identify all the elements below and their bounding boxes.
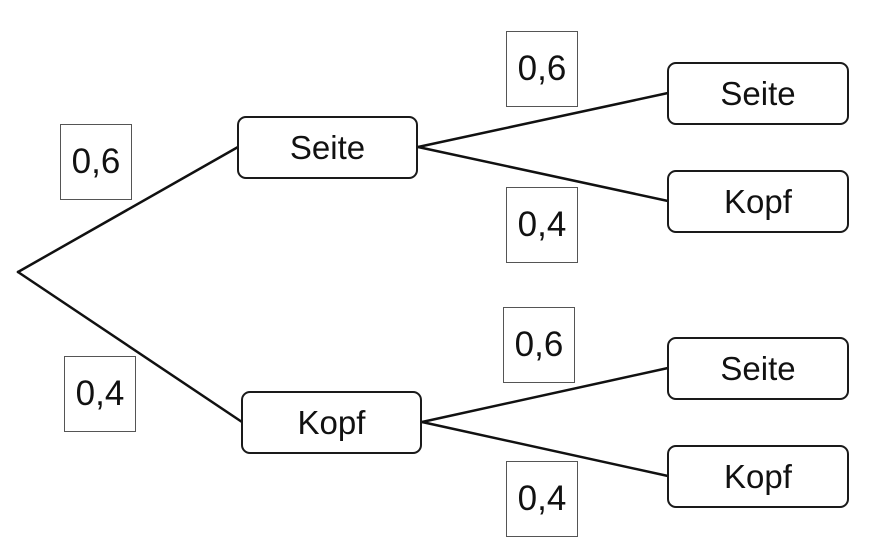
node-seite-seite: Seite xyxy=(667,62,849,125)
branch-kopf-kopf xyxy=(420,420,670,478)
node-seite-kopf: Kopf xyxy=(667,170,849,233)
node-kopf-level1: Kopf xyxy=(241,391,422,454)
branch-root-seite xyxy=(16,145,240,274)
branch-seite-kopf xyxy=(416,145,670,203)
probability-root-kopf: 0,4 xyxy=(64,356,136,432)
probability-kopf-kopf: 0,4 xyxy=(506,461,578,537)
node-kopf-kopf: Kopf xyxy=(667,445,849,508)
branch-root-kopf xyxy=(16,270,244,424)
branch-kopf-seite xyxy=(420,366,670,424)
branch-seite-seite xyxy=(416,91,670,149)
probability-kopf-seite: 0,6 xyxy=(503,307,575,383)
node-seite-level1: Seite xyxy=(237,116,418,179)
probability-seite-kopf: 0,4 xyxy=(506,187,578,263)
probability-seite-seite: 0,6 xyxy=(506,31,578,107)
node-kopf-seite: Seite xyxy=(667,337,849,400)
probability-root-seite: 0,6 xyxy=(60,124,132,200)
